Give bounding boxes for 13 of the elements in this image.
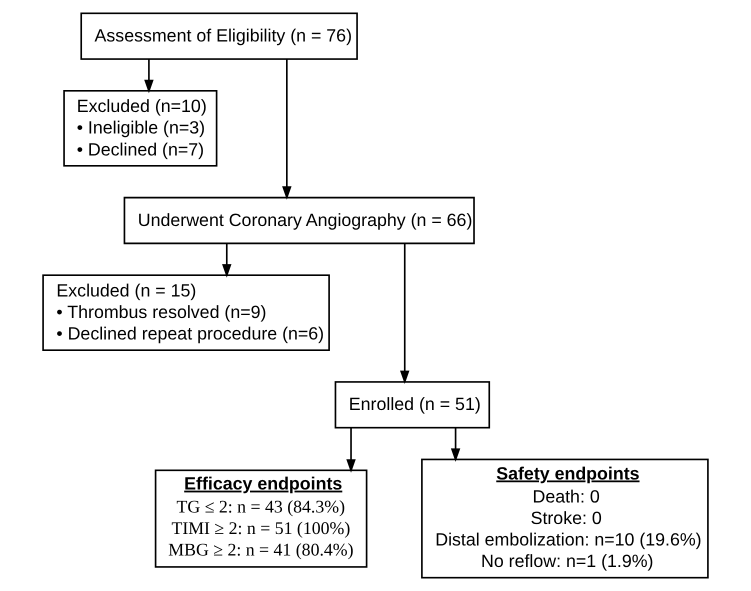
arrow [400, 243, 410, 384]
node-box: Excluded (n=10) • Ineligible (n=3) • Declined (n=7) [63, 90, 218, 167]
node-box: Assessment of Eligibility (n = 76) [80, 12, 358, 60]
arrow [450, 428, 460, 462]
arrow [144, 59, 154, 94]
node-box: Excluded (n = 15) • Thrombus resolved (n=9) • Declined repeat procedure (n=6) [42, 274, 330, 351]
node-box: Efficacy endpoints TG ≤ 2: n = 43 (84.3%) TIMI ≥ 2: n = 51 (100%) MBG ≥ 2: n = 41 (80.4%) [154, 469, 368, 568]
node-box: Enrolled (n = 51) [334, 381, 490, 429]
node-box: Safety endpoints Death: 0 Stroke: 0 Distal embolization: n=10 (19.6%) No reflow: n=1 (1.9%) [421, 458, 709, 579]
arrow [282, 59, 292, 200]
node-box: Underwent Coronary Angiography (n = 66) [124, 196, 475, 244]
arrow [222, 244, 232, 278]
arrow [346, 428, 356, 473]
